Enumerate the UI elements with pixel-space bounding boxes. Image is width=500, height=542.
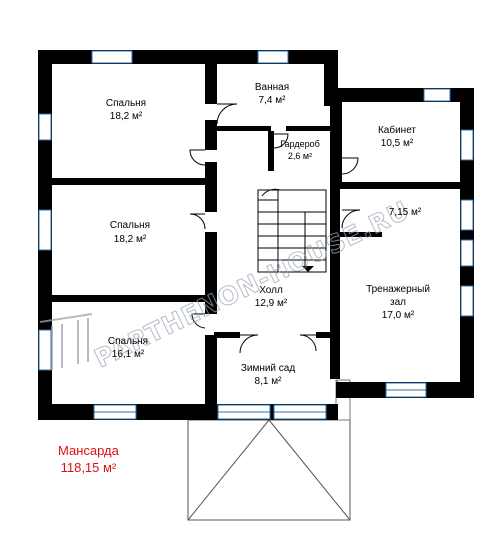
- room-wardrobe-area: 2,6 м²: [288, 151, 312, 161]
- floor-total-area: 118,15 м²: [60, 460, 117, 475]
- room-hall-area: 12,9 м²: [255, 298, 288, 309]
- room-bedroom-2-area: 18,2 м²: [114, 234, 147, 245]
- room-bedroom-3-name: Спальня: [108, 336, 148, 347]
- room-bedroom-1-area: 18,2 м²: [110, 111, 143, 122]
- door-swings: [189, 103, 361, 354]
- stair-direction-arrow: [302, 266, 314, 272]
- room-bedroom-1-name: Спальня: [106, 98, 146, 109]
- staircase: [257, 188, 327, 273]
- room-study-area: 10,5 м²: [381, 138, 414, 149]
- room-gym-name-2: зал: [390, 297, 406, 308]
- windows: [38, 50, 474, 420]
- room-gym-area: 17,0 м²: [382, 310, 415, 321]
- floor-summary: Мансарда 118,15 м²: [58, 442, 119, 476]
- room-winter-garden-name: Зимний сад: [241, 363, 296, 374]
- room-bedroom-2-name: Спальня: [110, 220, 150, 231]
- room-hall-name: Холл: [259, 285, 283, 296]
- room-wardrobe-name: Гардероб: [280, 139, 320, 149]
- watermark-logo-icon: [39, 313, 93, 370]
- floor-name: Мансарда: [58, 443, 119, 458]
- room-bath-area: 7,4 м²: [259, 95, 287, 106]
- room-study-name: Кабинет: [378, 124, 416, 136]
- wall-dashes: [205, 66, 342, 158]
- room-winter-garden-area: 8,1 м²: [255, 376, 283, 387]
- room-bedroom-3-area: 16,1 м²: [112, 349, 145, 360]
- room-bath-name: Ванная: [255, 82, 289, 93]
- room-gym-name-1: Тренажерный: [366, 284, 430, 295]
- room-corridor-area: 7,15 м²: [389, 207, 422, 218]
